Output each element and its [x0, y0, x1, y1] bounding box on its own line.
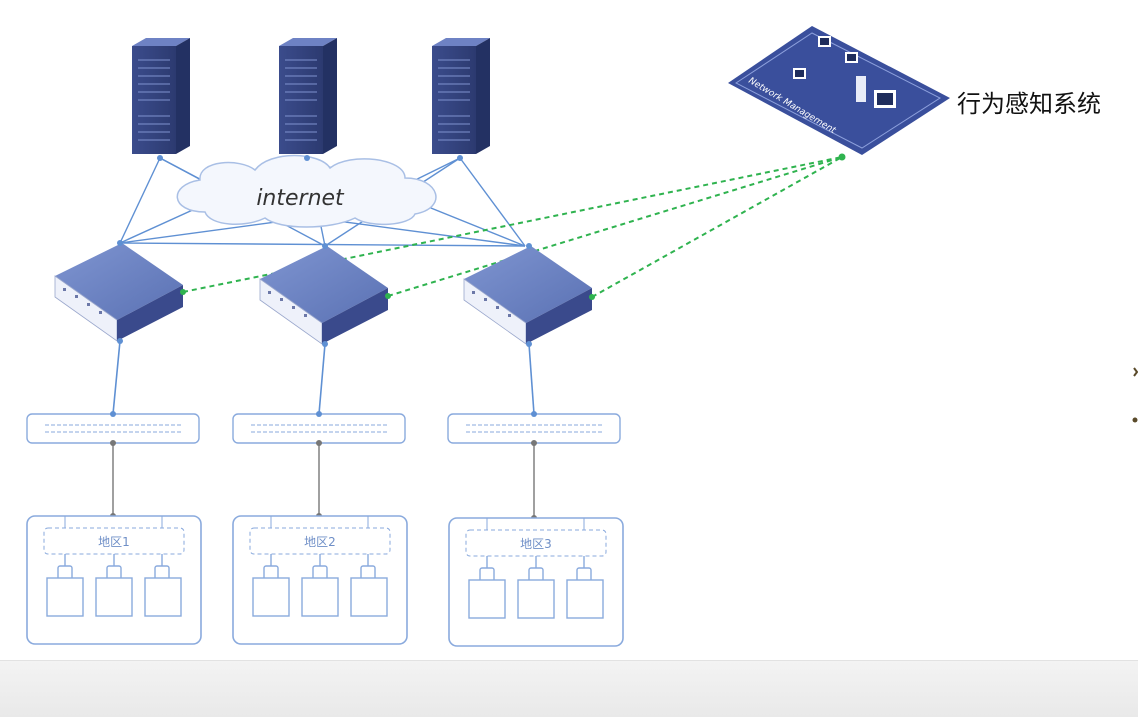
bottom-bar — [0, 660, 1138, 717]
behavior-awareness-system-label: 行为感知系统 — [957, 90, 1101, 118]
router-switch-links — [112, 340, 535, 415]
internet-label: internet — [256, 186, 345, 211]
router-1 — [54, 240, 186, 344]
edge-marks — [1132, 367, 1138, 423]
trunk-links — [112, 443, 535, 518]
router-3 — [463, 243, 595, 347]
server-rack-2 — [279, 38, 337, 161]
region-label-1: 地区1 — [98, 535, 130, 549]
region-label-3: 地区3 — [520, 537, 552, 551]
region-box-2: 地区2 — [232, 515, 408, 645]
switch-bar-3 — [447, 411, 621, 444]
router-2 — [259, 243, 391, 347]
region-box-1: 地区1 — [26, 515, 202, 645]
internet-cloud: internet — [176, 154, 437, 228]
server-rack-3 — [432, 38, 490, 161]
server-rack-1 — [132, 38, 190, 161]
switch-bar-1 — [26, 411, 200, 444]
region-box-3: 地区3 — [448, 517, 624, 647]
workstation-icons — [793, 36, 896, 108]
switch-bar-2 — [232, 411, 406, 444]
network-management-panel: Network Management 行为感知系统 — [728, 26, 1101, 161]
region-label-2: 地区2 — [304, 535, 336, 549]
